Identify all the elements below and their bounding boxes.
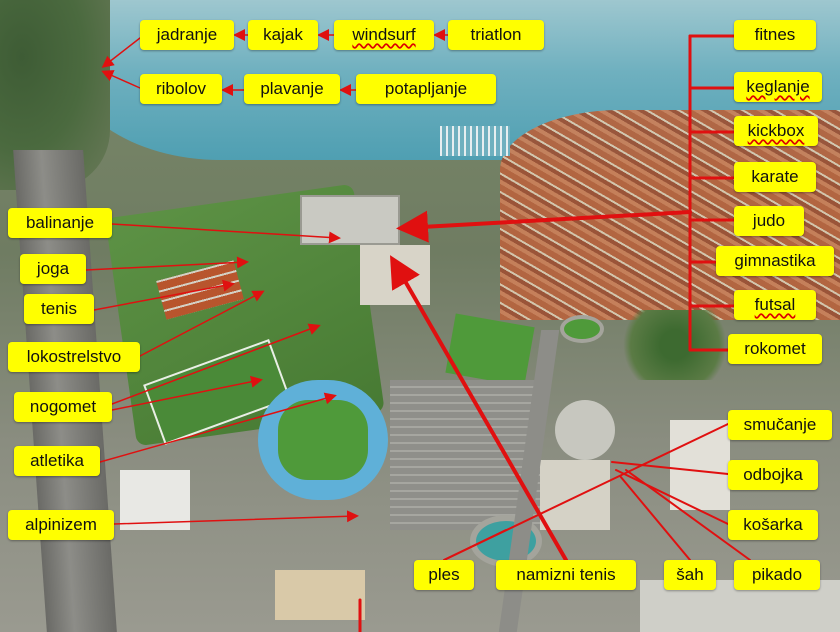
label-keglanje: keglanje: [734, 72, 822, 102]
label-namizni-tenis: namizni tenis: [496, 560, 636, 590]
white-building: [120, 470, 190, 530]
stadium-pitch: [278, 400, 368, 480]
sports-hall: [300, 195, 400, 245]
label-pikado: pikado: [734, 560, 820, 590]
label-odbojka: odbojka: [728, 460, 818, 490]
label-futsal: futsal: [734, 290, 816, 320]
hall-building: [360, 245, 430, 305]
label-tenis: tenis: [24, 294, 94, 324]
label-rokomet: rokomet: [728, 334, 822, 364]
label-ples: ples: [414, 560, 474, 590]
round-building: [555, 400, 615, 460]
label-nogomet: nogomet: [14, 392, 112, 422]
label-jadranje: jadranje: [140, 20, 234, 50]
label-balinanje: balinanje: [8, 208, 112, 238]
label-judo: judo: [734, 206, 804, 236]
label-gimnastika: gimnastika: [716, 246, 834, 276]
label-sah: šah: [664, 560, 716, 590]
label-ribolov: ribolov: [140, 74, 222, 104]
warehouse: [670, 420, 730, 510]
label-potapljanje: potapljanje: [356, 74, 496, 104]
label-windsurf: windsurf: [334, 20, 434, 50]
marina: [440, 126, 510, 156]
label-joga: joga: [20, 254, 86, 284]
label-kosarka: košarka: [728, 510, 818, 540]
label-lokostrelstvo: lokostrelstvo: [8, 342, 140, 372]
label-karate: karate: [734, 162, 816, 192]
roundabout-small: [560, 315, 604, 343]
label-plavanje: plavanje: [244, 74, 340, 104]
label-kickbox: kickbox: [734, 116, 818, 146]
label-alpinizem: alpinizem: [8, 510, 114, 540]
label-fitnes: fitnes: [734, 20, 816, 50]
trees: [610, 310, 740, 380]
bottom-left-building: [275, 570, 365, 620]
label-kajak: kajak: [248, 20, 318, 50]
label-atletika: atletika: [14, 446, 100, 476]
label-triatlon: triatlon: [448, 20, 544, 50]
shopping-center: [540, 460, 610, 530]
label-smucanje: smučanje: [728, 410, 832, 440]
